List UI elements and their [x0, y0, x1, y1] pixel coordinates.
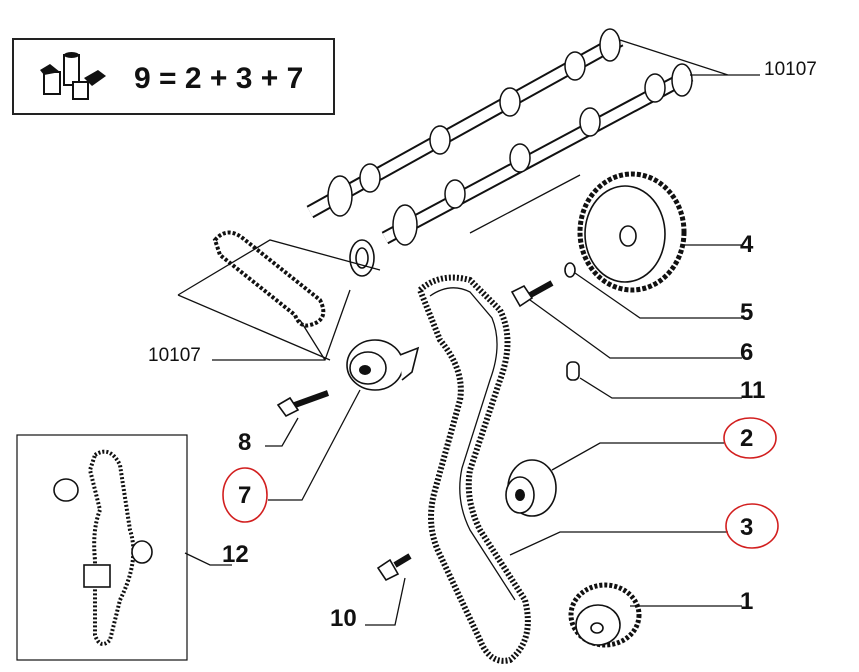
- callout-7: 7: [238, 482, 251, 509]
- idler-pulley: [505, 459, 557, 517]
- callout-11: 11: [740, 377, 765, 404]
- callout-6: 6: [740, 339, 753, 366]
- kit-box: 9 = 2 + 3 + 7: [12, 38, 335, 115]
- leader-lines: [184, 39, 760, 626]
- belt-tensioner: [346, 339, 420, 391]
- callout-2: 2: [740, 425, 753, 452]
- callout-12: 12: [222, 541, 249, 568]
- pulley-bolt: [510, 280, 554, 308]
- callout-4: 4: [740, 231, 754, 258]
- idler-bolt: [376, 553, 412, 582]
- highlight-circle-2: [723, 417, 777, 459]
- callout-1: 1: [740, 588, 753, 615]
- timing-belt: [416, 274, 531, 664]
- callout-5: 5: [740, 299, 753, 326]
- oil-seal: [349, 239, 375, 277]
- callout-3: 3: [740, 514, 753, 541]
- callout-10: 10: [330, 605, 357, 632]
- highlight-circle-7: [222, 467, 268, 523]
- camshaft-pulley: [577, 171, 687, 293]
- inset-assembly-view: [16, 434, 188, 661]
- crankshaft-pulley: [568, 582, 642, 648]
- callout-10107-camshafts: 10107: [764, 59, 817, 80]
- callout-8: 8: [238, 429, 251, 456]
- washer: [564, 262, 576, 278]
- callout-10107-chain: 10107: [148, 345, 201, 366]
- highlight-circle-3: [725, 503, 779, 549]
- kit-parts-icon: [40, 52, 106, 100]
- dowel-pin: [566, 361, 580, 381]
- timing-chain: [212, 230, 326, 328]
- camshafts: [306, 28, 694, 246]
- kit-formula: 9 = 2 + 3 + 7: [134, 62, 303, 95]
- tensioner-bolt: [276, 390, 330, 418]
